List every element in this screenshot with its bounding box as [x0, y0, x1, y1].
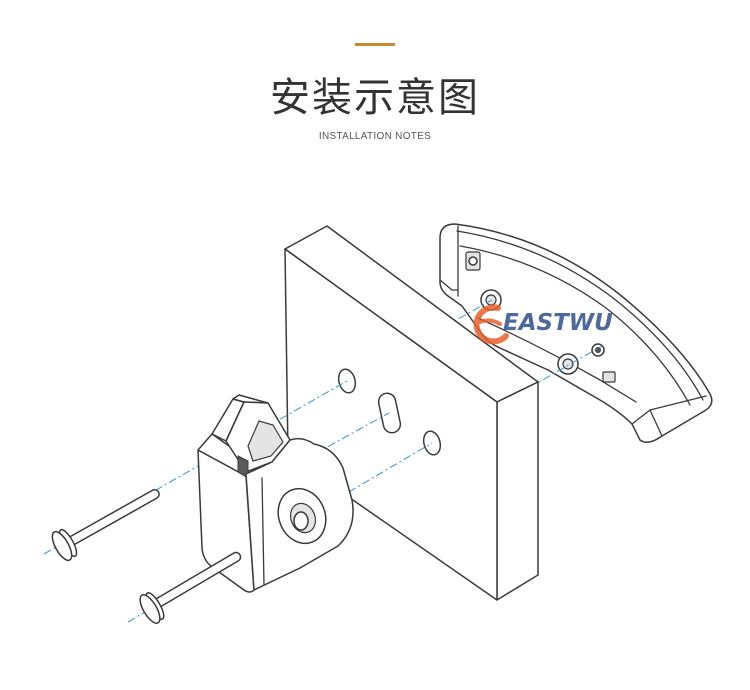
screw-short	[51, 488, 160, 562]
watermark-swoosh-icon	[473, 304, 509, 345]
back-plate-end-hole-screw	[468, 256, 478, 266]
latch	[197, 394, 354, 593]
back-plate-pin-center	[595, 347, 601, 353]
page-subtitle: INSTALLATION NOTES	[318, 131, 432, 142]
accent-bar	[355, 43, 395, 46]
back-plate-end-cap-notch	[439, 279, 459, 291]
screw-long-head	[139, 594, 161, 624]
back-plate-rim-outer	[456, 230, 704, 401]
watermark-brand-text: EASTWU	[503, 310, 613, 336]
door-panel	[284, 225, 539, 601]
panel-side-face	[496, 381, 539, 601]
back-plate-boss-lower-hole	[562, 358, 574, 370]
panel-slot	[377, 392, 402, 434]
watermark-swoosh-accent	[478, 318, 502, 326]
back-plate-slot	[602, 371, 616, 383]
axis-line-upper	[43, 380, 348, 555]
page-title: 安装示意图	[270, 75, 480, 121]
back-plate-channel-wall	[477, 317, 637, 403]
back-plate-rim-inner	[459, 245, 691, 406]
brand-watermark: EASTWU	[473, 304, 613, 345]
screw-long	[139, 551, 242, 624]
screw-long-shaft	[154, 551, 242, 608]
screw-short-shaft	[65, 488, 160, 548]
latch-front-plate-edge	[261, 477, 265, 586]
latch-lever-inset	[247, 420, 284, 462]
screw-short-head	[51, 530, 73, 562]
latch-screw-hole-inner	[293, 511, 309, 531]
back-plate-end-face	[631, 395, 707, 437]
